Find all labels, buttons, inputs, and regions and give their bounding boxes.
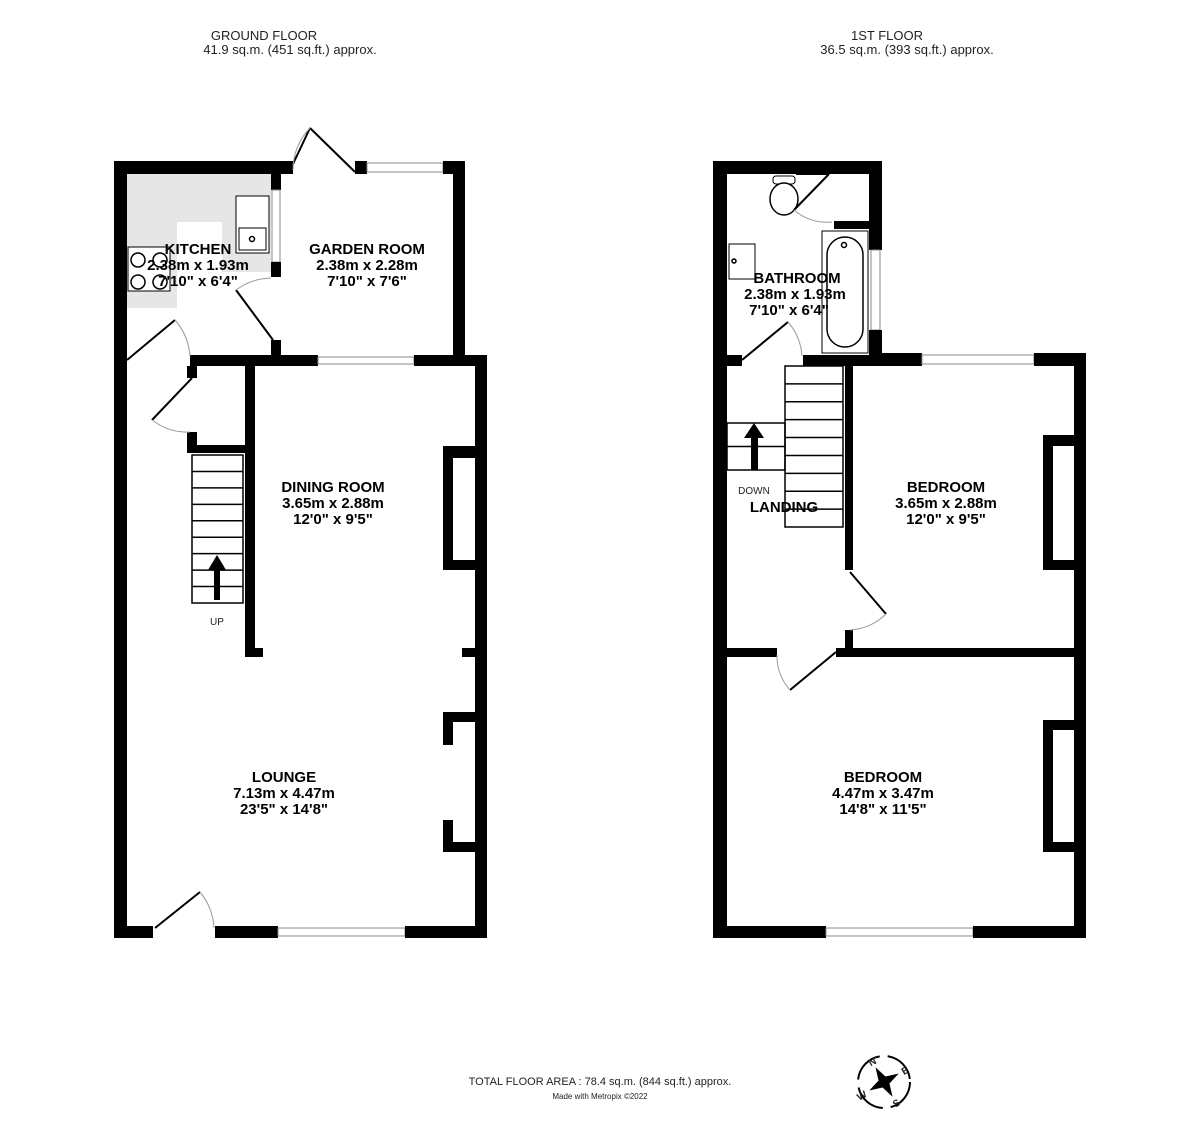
svg-text:GARDEN ROOM: GARDEN ROOM xyxy=(309,241,425,258)
svg-text:12'0" x 9'5": 12'0" x 9'5" xyxy=(906,511,986,528)
room-kitchen: KITCHEN 2.38m x 1.93m 7'10" x 6'4" xyxy=(147,241,249,290)
svg-text:BEDROOM: BEDROOM xyxy=(844,769,922,786)
room-landing: LANDING xyxy=(750,499,818,516)
ground-floor-area: 41.9 sq.m. (451 sq.ft.) approx. xyxy=(203,42,376,57)
first-floor-area: 36.5 sq.m. (393 sq.ft.) approx. xyxy=(820,42,993,57)
up-arrow-icon xyxy=(208,555,226,600)
room-bedroom-2: BEDROOM 4.47m x 3.47m 14'8" x 11'5" xyxy=(832,769,934,818)
svg-text:2.38m x 2.28m: 2.38m x 2.28m xyxy=(316,257,418,274)
svg-text:12'0" x 9'5": 12'0" x 9'5" xyxy=(293,511,373,528)
svg-text:BATHROOM: BATHROOM xyxy=(753,270,840,287)
room-bathroom: BATHROOM 2.38m x 1.93m 7'10" x 6'4" xyxy=(744,270,846,319)
basin-icon xyxy=(728,243,756,280)
credit: Made with Metropix ©2022 xyxy=(552,1092,648,1101)
bath-icon xyxy=(821,230,869,354)
door-kitchen xyxy=(126,319,176,361)
door-cupboard xyxy=(151,377,193,421)
door-wc xyxy=(793,173,830,211)
room-lounge: LOUNGE 7.13m x 4.47m 23'5" x 14'8" xyxy=(233,769,335,818)
room-bedroom-1: BEDROOM 3.65m x 2.88m 12'0" x 9'5" xyxy=(895,479,997,528)
svg-text:E: E xyxy=(900,1065,912,1078)
door-bedroom-1 xyxy=(849,571,887,615)
svg-text:N: N xyxy=(867,1056,879,1069)
svg-text:3.65m x 2.88m: 3.65m x 2.88m xyxy=(895,495,997,512)
door-kitchen-garden xyxy=(235,289,274,341)
stairs-up-label: UP xyxy=(210,617,224,628)
svg-text:4.47m x 3.47m: 4.47m x 3.47m xyxy=(832,785,934,802)
svg-text:2.38m x 1.93m: 2.38m x 1.93m xyxy=(147,257,249,274)
svg-text:3.65m x 2.88m: 3.65m x 2.88m xyxy=(282,495,384,512)
svg-text:KITCHEN: KITCHEN xyxy=(165,241,232,258)
compass-rose-icon: N E S W xyxy=(855,1055,912,1111)
svg-text:2.38m x 1.93m: 2.38m x 1.93m xyxy=(744,286,846,303)
door-bedroom-2 xyxy=(789,651,837,691)
toilet-icon xyxy=(769,175,799,216)
stairs-down-label: DOWN xyxy=(738,486,770,497)
svg-text:23'5" x 14'8": 23'5" x 14'8" xyxy=(240,801,328,818)
room-garden-room: GARDEN ROOM 2.38m x 2.28m 7'10" x 7'6" xyxy=(309,241,425,290)
down-arrow-icon xyxy=(744,423,764,470)
total-floor-area: TOTAL FLOOR AREA : 78.4 sq.m. (844 sq.ft… xyxy=(469,1076,732,1088)
room-dining-room: DINING ROOM 3.65m x 2.88m 12'0" x 9'5" xyxy=(281,479,384,528)
front-door xyxy=(154,891,201,929)
svg-text:14'8" x 11'5": 14'8" x 11'5" xyxy=(839,801,926,818)
ground-floor-title: GROUND FLOOR xyxy=(211,28,317,43)
svg-text:LOUNGE: LOUNGE xyxy=(252,769,316,786)
ground-floor-plan: UP xyxy=(114,127,487,938)
hob-icon xyxy=(127,246,171,292)
svg-text:7'10" x 7'6": 7'10" x 7'6" xyxy=(327,273,407,290)
door-garden xyxy=(292,127,311,165)
svg-text:7'10" x 6'4": 7'10" x 6'4" xyxy=(749,302,829,319)
stair-outline xyxy=(191,454,244,604)
door-bathroom xyxy=(741,321,789,361)
svg-text:DINING ROOM: DINING ROOM xyxy=(281,479,384,496)
first-floor-plan: DOWN xyxy=(713,161,1086,938)
svg-text:S: S xyxy=(891,1097,903,1110)
svg-text:7'10" x 6'4": 7'10" x 6'4" xyxy=(158,273,238,290)
svg-text:7.13m x 4.47m: 7.13m x 4.47m xyxy=(233,785,335,802)
sink-icon xyxy=(235,195,270,254)
svg-text:BEDROOM: BEDROOM xyxy=(907,479,985,496)
first-floor-title: 1ST FLOOR xyxy=(851,28,923,43)
